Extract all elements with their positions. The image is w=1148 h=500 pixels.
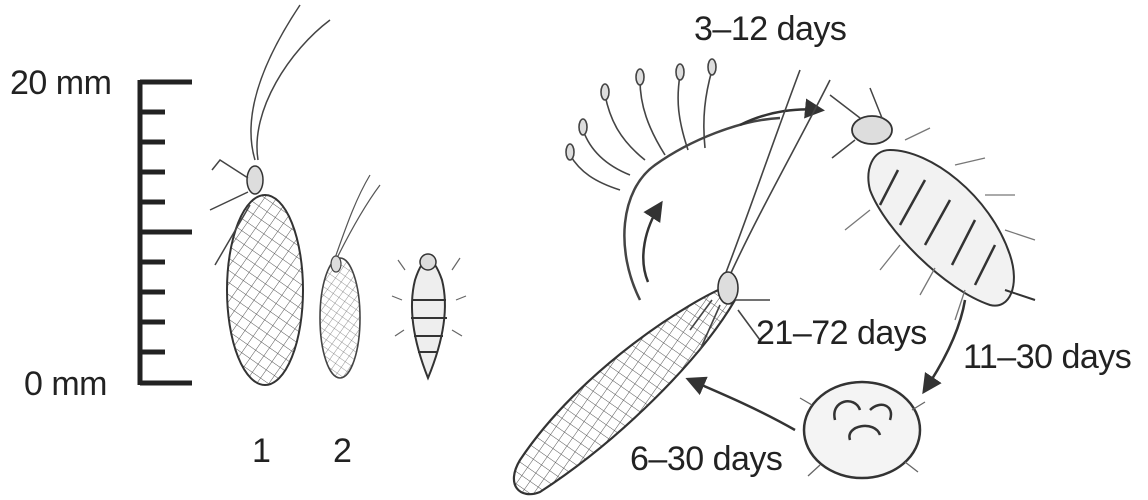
cycle-cocoon <box>800 382 925 478</box>
cycle-arc-adult-to-eggs <box>624 118 780 300</box>
stalked-eggs <box>566 59 716 190</box>
duration-adult-to-eggs: 21–72 days <box>756 314 927 352</box>
duration-egg-to-larva: 3–12 days <box>694 10 846 48</box>
specimen-3-larva <box>392 254 466 378</box>
scale-bar <box>140 80 192 385</box>
scale-min-label: 0 mm <box>24 365 107 403</box>
duration-larva-to-pupa: 11–30 days <box>963 338 1131 376</box>
cycle-larva <box>830 88 1035 320</box>
arrow-up-to-eggs <box>643 205 660 282</box>
arrow-larva-to-pupa <box>925 300 965 390</box>
specimen-1-adult-lacewing <box>210 5 330 385</box>
scale-max-label: 20 mm <box>10 64 111 102</box>
specimen-2-label: 2 <box>333 432 352 470</box>
cycle-adult-lacewing <box>514 70 830 494</box>
duration-pupa-to-adult: 6–30 days <box>630 440 782 478</box>
specimen-2-adult-lacewing <box>320 175 380 378</box>
specimen-1-label: 1 <box>252 432 271 470</box>
arrow-pupa-to-adult <box>690 380 795 430</box>
